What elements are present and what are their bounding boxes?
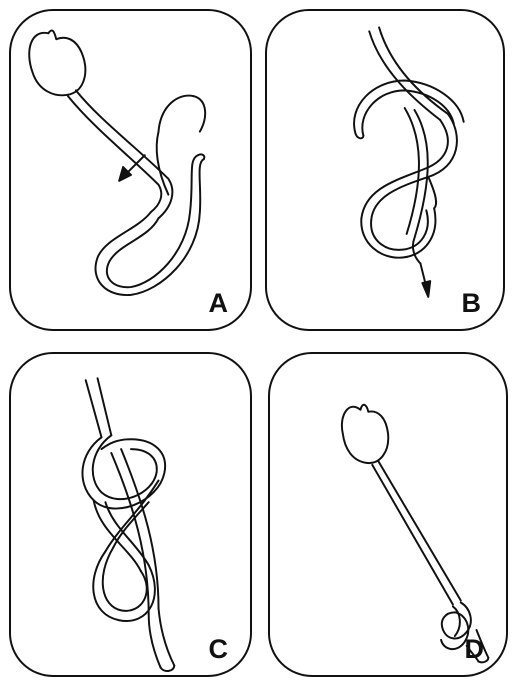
panel-a: A (9, 9, 252, 331)
panel-b: B (265, 9, 505, 331)
rope-tail (159, 608, 175, 665)
rope-end-bulb (342, 405, 388, 463)
rope-strand (98, 378, 112, 435)
panel-label-a: A (209, 290, 229, 317)
rope-end-bulb (29, 30, 85, 95)
rope-tail (149, 614, 161, 667)
rope-strand (121, 449, 158, 608)
panel-label-d: D (465, 636, 485, 663)
rope-strand (378, 461, 461, 601)
rope-upper-loop (361, 120, 447, 218)
rope-strand (68, 96, 161, 212)
panel-label-c: C (209, 636, 229, 663)
knot-step-a-drawing (11, 11, 250, 329)
rope-strand (76, 90, 172, 218)
direction-arrow-head (119, 167, 131, 181)
panel-c: C (9, 352, 252, 677)
panel-d: D (268, 352, 508, 677)
knot-step-b-drawing (267, 11, 503, 329)
knot-step-d-drawing (270, 354, 506, 675)
rope-tail (160, 665, 174, 671)
rope-strand (372, 465, 453, 605)
rope-open-loop (159, 96, 206, 132)
tied-knot (453, 606, 460, 636)
rope-upper-loop (82, 437, 165, 508)
rope-strand (428, 177, 436, 208)
direction-arrow-head (422, 281, 430, 297)
panel-label-b: B (462, 290, 482, 317)
rope-lower-loop (103, 547, 147, 610)
rope-tip (198, 154, 204, 159)
rope-lower-loop (371, 210, 428, 250)
knot-step-c-drawing (11, 354, 250, 675)
